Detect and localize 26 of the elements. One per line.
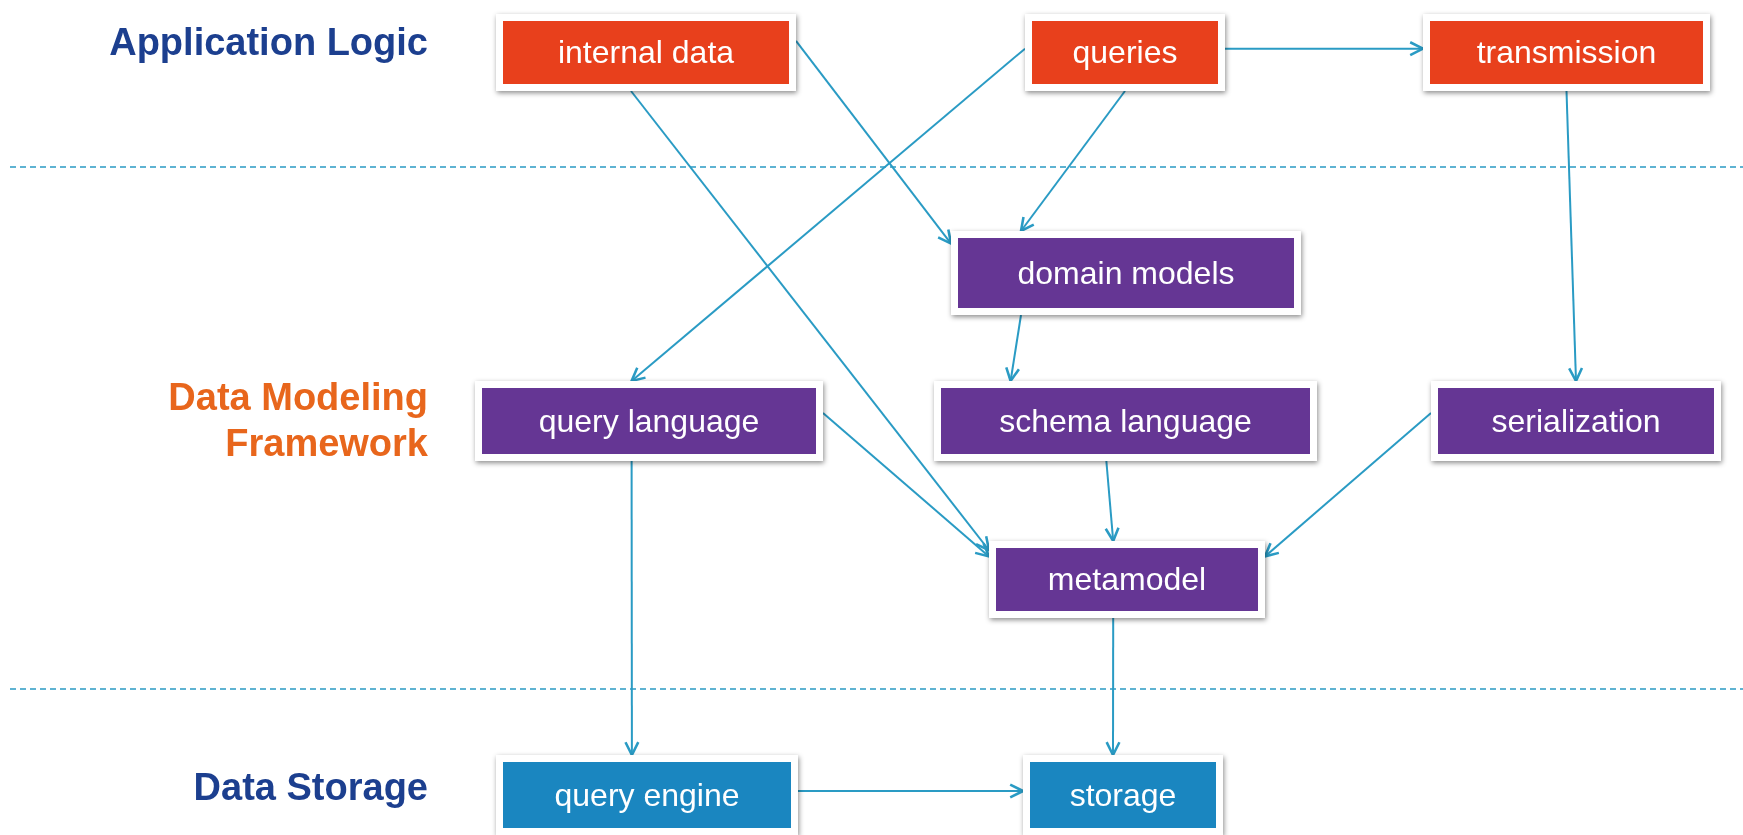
arrow — [1263, 412, 1432, 558]
arrow — [822, 412, 991, 558]
arrow — [630, 90, 991, 552]
box-label: serialization — [1491, 402, 1661, 440]
box-label: domain models — [1017, 254, 1235, 292]
arrow — [1104, 460, 1120, 543]
box-label: schema language — [999, 402, 1252, 440]
arrow — [624, 460, 640, 757]
arrow — [795, 39, 953, 245]
arrow — [1224, 40, 1425, 57]
arrow — [1005, 314, 1022, 383]
layer-label: Data Storage — [192, 765, 428, 810]
arrow — [1565, 90, 1584, 383]
arrow — [1019, 90, 1126, 233]
arrow — [1105, 617, 1121, 757]
layer-label: Application Logic — [108, 20, 428, 65]
box-label: metamodel — [1047, 561, 1207, 598]
box-label: internal data — [557, 34, 735, 71]
box-label: storage — [1069, 776, 1177, 814]
arrow — [797, 783, 1025, 799]
box-label: query language — [538, 402, 760, 440]
box-label: queries — [1072, 34, 1178, 71]
box-label: query engine — [554, 776, 740, 814]
arrow — [630, 47, 1026, 383]
layer-label: Data Modeling Framework — [167, 375, 428, 466]
box-label: transmission — [1476, 34, 1657, 71]
